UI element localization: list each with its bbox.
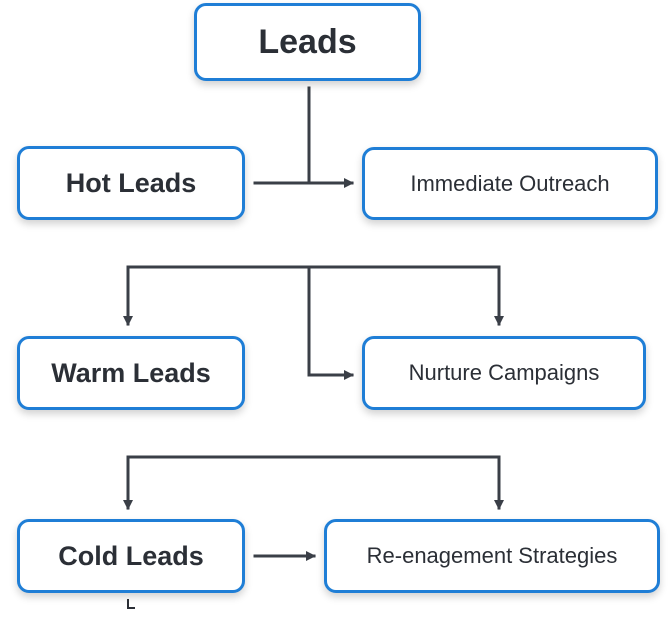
node-leads-label: Leads bbox=[258, 22, 357, 61]
node-cold-leads-label: Cold Leads bbox=[58, 540, 204, 571]
node-hot-leads: Hot Leads bbox=[17, 146, 245, 220]
node-warm-leads: Warm Leads bbox=[17, 336, 245, 410]
node-immediate-outreach: Immediate Outreach bbox=[362, 147, 658, 220]
node-leads: Leads bbox=[194, 3, 421, 81]
node-immediate-outreach-label: Immediate Outreach bbox=[410, 170, 610, 196]
node-warm-leads-label: Warm Leads bbox=[51, 357, 211, 388]
node-nurture-campaigns: Nurture Campaigns bbox=[362, 336, 646, 410]
node-nurture-campaigns-label: Nurture Campaigns bbox=[408, 360, 600, 385]
node-reengagement-strategies-label: Re-enagement Strategies bbox=[366, 543, 618, 568]
node-reengagement-strategies: Re-enagement Strategies bbox=[324, 519, 660, 593]
node-hot-leads-label: Hot Leads bbox=[65, 167, 197, 198]
node-cold-leads: Cold Leads bbox=[17, 519, 245, 593]
connector-elbow-to-nurture bbox=[307, 265, 354, 380]
stray-mark bbox=[127, 599, 135, 609]
